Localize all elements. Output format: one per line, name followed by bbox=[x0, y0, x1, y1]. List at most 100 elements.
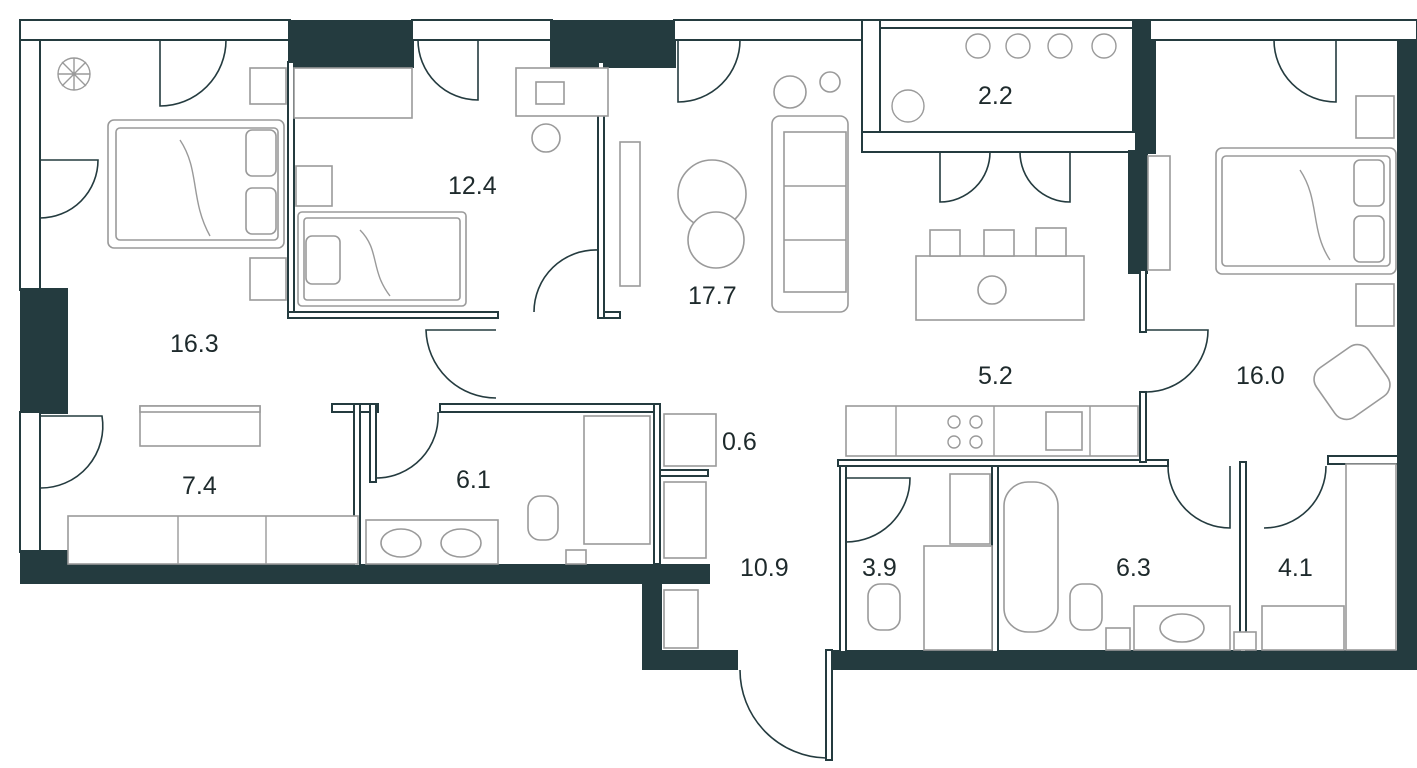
wall-top-pillar-2 bbox=[550, 20, 676, 68]
shoe-rack bbox=[663, 481, 707, 559]
wall-right-outer bbox=[1397, 40, 1417, 670]
area-label-bedroom-kids: 12.4 bbox=[448, 172, 497, 200]
door-living-top bbox=[677, 39, 741, 103]
wall-left-window bbox=[19, 19, 41, 291]
nightstand bbox=[1355, 95, 1395, 139]
wardrobe bbox=[293, 67, 413, 119]
wall-balcony-left bbox=[861, 19, 881, 139]
area-labels: 16.3 12.4 17.7 2.2 5.2 16.0 7.4 6.1 0.6 … bbox=[170, 82, 1313, 582]
wall-top-left bbox=[19, 19, 291, 41]
bed-kids bbox=[297, 211, 467, 307]
chair bbox=[1035, 227, 1067, 257]
desk-chair bbox=[531, 123, 561, 153]
plant-icon bbox=[57, 57, 91, 91]
toilet-icon bbox=[527, 495, 559, 541]
shaft bbox=[1105, 627, 1131, 651]
partition-kids-bottom bbox=[287, 311, 499, 319]
wall-entrance-bottom bbox=[642, 650, 738, 670]
area-label-balcony: 2.2 bbox=[978, 82, 1013, 110]
partition-closet-top bbox=[1327, 455, 1399, 465]
shower bbox=[923, 545, 993, 651]
door-balcony-left bbox=[939, 151, 991, 203]
wall-entrance-post bbox=[825, 649, 833, 761]
coffee-table bbox=[687, 211, 745, 269]
walls bbox=[19, 19, 1417, 761]
floor-lamp-icon bbox=[819, 71, 841, 93]
wall-top-right bbox=[1149, 19, 1417, 41]
door-left-bedroom-top bbox=[159, 39, 227, 107]
shaft bbox=[663, 589, 699, 649]
door-balcony-right bbox=[1019, 151, 1071, 203]
area-label-hallway: 10.9 bbox=[740, 554, 789, 582]
area-label-laundry: 0.6 bbox=[722, 428, 757, 456]
shaft bbox=[1233, 631, 1257, 651]
bed-left bbox=[107, 119, 285, 249]
wall-balcony-top bbox=[861, 19, 1151, 29]
area-label-bedroom-left: 16.3 bbox=[170, 330, 219, 358]
wall-bottom-right bbox=[830, 650, 1417, 670]
wardrobe bbox=[67, 515, 359, 565]
tv-stand bbox=[619, 141, 641, 287]
area-label-living-room: 17.7 bbox=[688, 282, 737, 310]
chair bbox=[983, 229, 1015, 257]
laptop-icon bbox=[535, 81, 565, 105]
bathtub bbox=[1003, 481, 1059, 633]
wardrobe bbox=[1345, 463, 1397, 651]
nightstand bbox=[249, 67, 287, 105]
door-entrance bbox=[739, 669, 827, 759]
partition-kids-right bbox=[597, 61, 605, 319]
nightstand bbox=[1355, 283, 1395, 327]
partition-laundry bbox=[659, 469, 709, 477]
wall-top-living bbox=[673, 19, 865, 41]
dressing-shelf bbox=[139, 405, 261, 413]
chair bbox=[929, 229, 961, 257]
door-hall-left bbox=[425, 329, 497, 399]
door-kids bbox=[533, 249, 599, 313]
wall-balcony-bottom bbox=[861, 131, 1137, 153]
armchair-icon bbox=[1313, 343, 1391, 421]
wall-top-mid bbox=[411, 19, 553, 41]
wall-entrance-left bbox=[642, 564, 662, 670]
drawer bbox=[1261, 605, 1345, 651]
door-right-bedroom bbox=[1145, 329, 1209, 393]
wall-left-pillar bbox=[20, 288, 68, 414]
toilet-icon bbox=[1069, 583, 1103, 631]
bed-right bbox=[1215, 147, 1397, 275]
partition-wc-right bbox=[991, 461, 999, 653]
sofa bbox=[771, 115, 849, 313]
door-wc bbox=[845, 477, 911, 543]
door-kids-top bbox=[417, 39, 479, 101]
furniture bbox=[57, 33, 1397, 651]
sink-icon bbox=[1159, 613, 1205, 643]
doors bbox=[39, 39, 1337, 759]
door-left-window bbox=[39, 159, 99, 219]
area-label-kitchen: 5.2 bbox=[978, 362, 1013, 390]
wall-divider-right-bedroom bbox=[1128, 150, 1148, 274]
plant-icon bbox=[891, 33, 1117, 123]
partition-closet-left bbox=[1239, 461, 1247, 653]
wall-top-pillar-1 bbox=[288, 20, 414, 68]
partition-kids-left bbox=[287, 61, 295, 319]
partition-bath-left bbox=[369, 403, 377, 483]
nightstand bbox=[249, 257, 287, 301]
door-dressing-window bbox=[39, 415, 104, 489]
partitions bbox=[287, 61, 1399, 653]
sink-icon bbox=[440, 528, 482, 558]
floor-lamp-icon bbox=[773, 75, 807, 109]
door-bath-right bbox=[1167, 465, 1231, 529]
partition-right-bed-left2 bbox=[1139, 391, 1147, 463]
partition-bath-right bbox=[653, 403, 661, 565]
door-right-bedroom-top bbox=[1273, 39, 1337, 103]
kitchen-counter bbox=[845, 405, 1139, 457]
toilet-icon bbox=[867, 583, 901, 631]
plate-icon bbox=[977, 275, 1007, 305]
nightstand bbox=[295, 165, 333, 207]
area-label-closet-right: 4.1 bbox=[1278, 554, 1313, 582]
partition-bath-top bbox=[439, 403, 659, 413]
area-label-bathroom-left: 6.1 bbox=[456, 466, 491, 494]
partition-right-bed-left bbox=[1139, 269, 1147, 333]
shower bbox=[583, 415, 651, 545]
sink-icon bbox=[949, 473, 991, 545]
door-bath-left bbox=[375, 411, 439, 479]
